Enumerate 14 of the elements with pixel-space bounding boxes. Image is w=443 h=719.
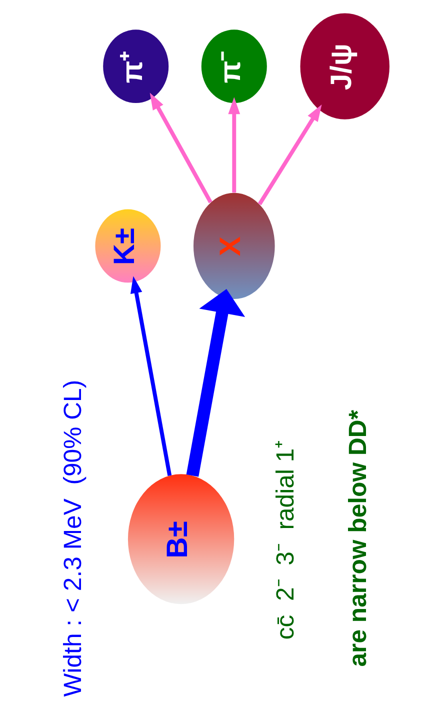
node-ellipse: π⁻ [200,30,266,104]
node-ellipse: π⁺ [102,30,168,104]
arrow [149,92,212,204]
node-ellipse: X [192,192,274,300]
arrow [186,288,245,477]
node-ellipse: J/ψ [300,13,389,120]
arrow [257,104,322,206]
node-ellipse: K± [94,209,160,283]
arrow [130,276,172,476]
arrow [228,97,240,193]
label: are narrow below DD* [344,410,372,667]
node-ellipse: B± [127,474,234,604]
label: cc̄ 2⁻ 3⁻ radial 1⁺ [272,440,300,640]
label: Width : < 2.3 MeV (90% CL) [60,380,87,697]
